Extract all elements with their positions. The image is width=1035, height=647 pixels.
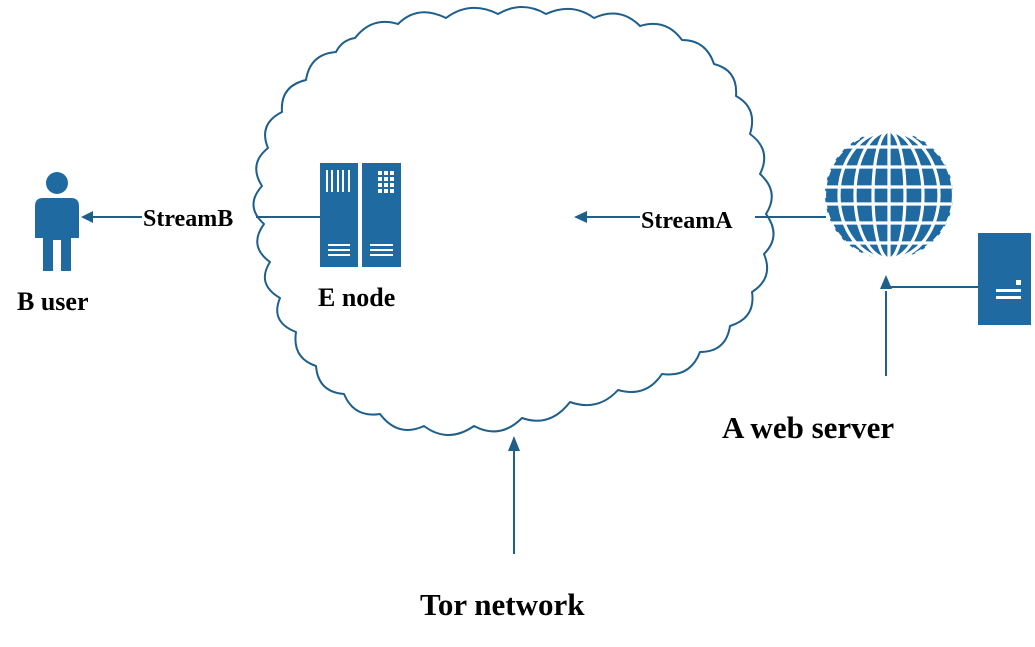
tor-network-cloud — [252, 6, 775, 436]
web-server-connector — [880, 275, 978, 376]
globe-icon — [823, 129, 955, 261]
server-tower-icon — [978, 233, 1031, 325]
b-user-label: B user — [17, 287, 89, 316]
stream-a-label: StreamA — [641, 208, 733, 234]
e-node-label: E node — [318, 283, 395, 312]
tor-network-label: Tor network — [420, 587, 585, 622]
server-rack-icon — [320, 163, 401, 267]
stream-a-arrow — [574, 211, 826, 223]
stream-b-label: StreamB — [143, 206, 233, 232]
stream-b-arrow — [81, 211, 320, 223]
web-server-label: A web server — [722, 410, 894, 445]
tor-network-arrow — [508, 436, 520, 554]
person-icon — [35, 172, 79, 271]
